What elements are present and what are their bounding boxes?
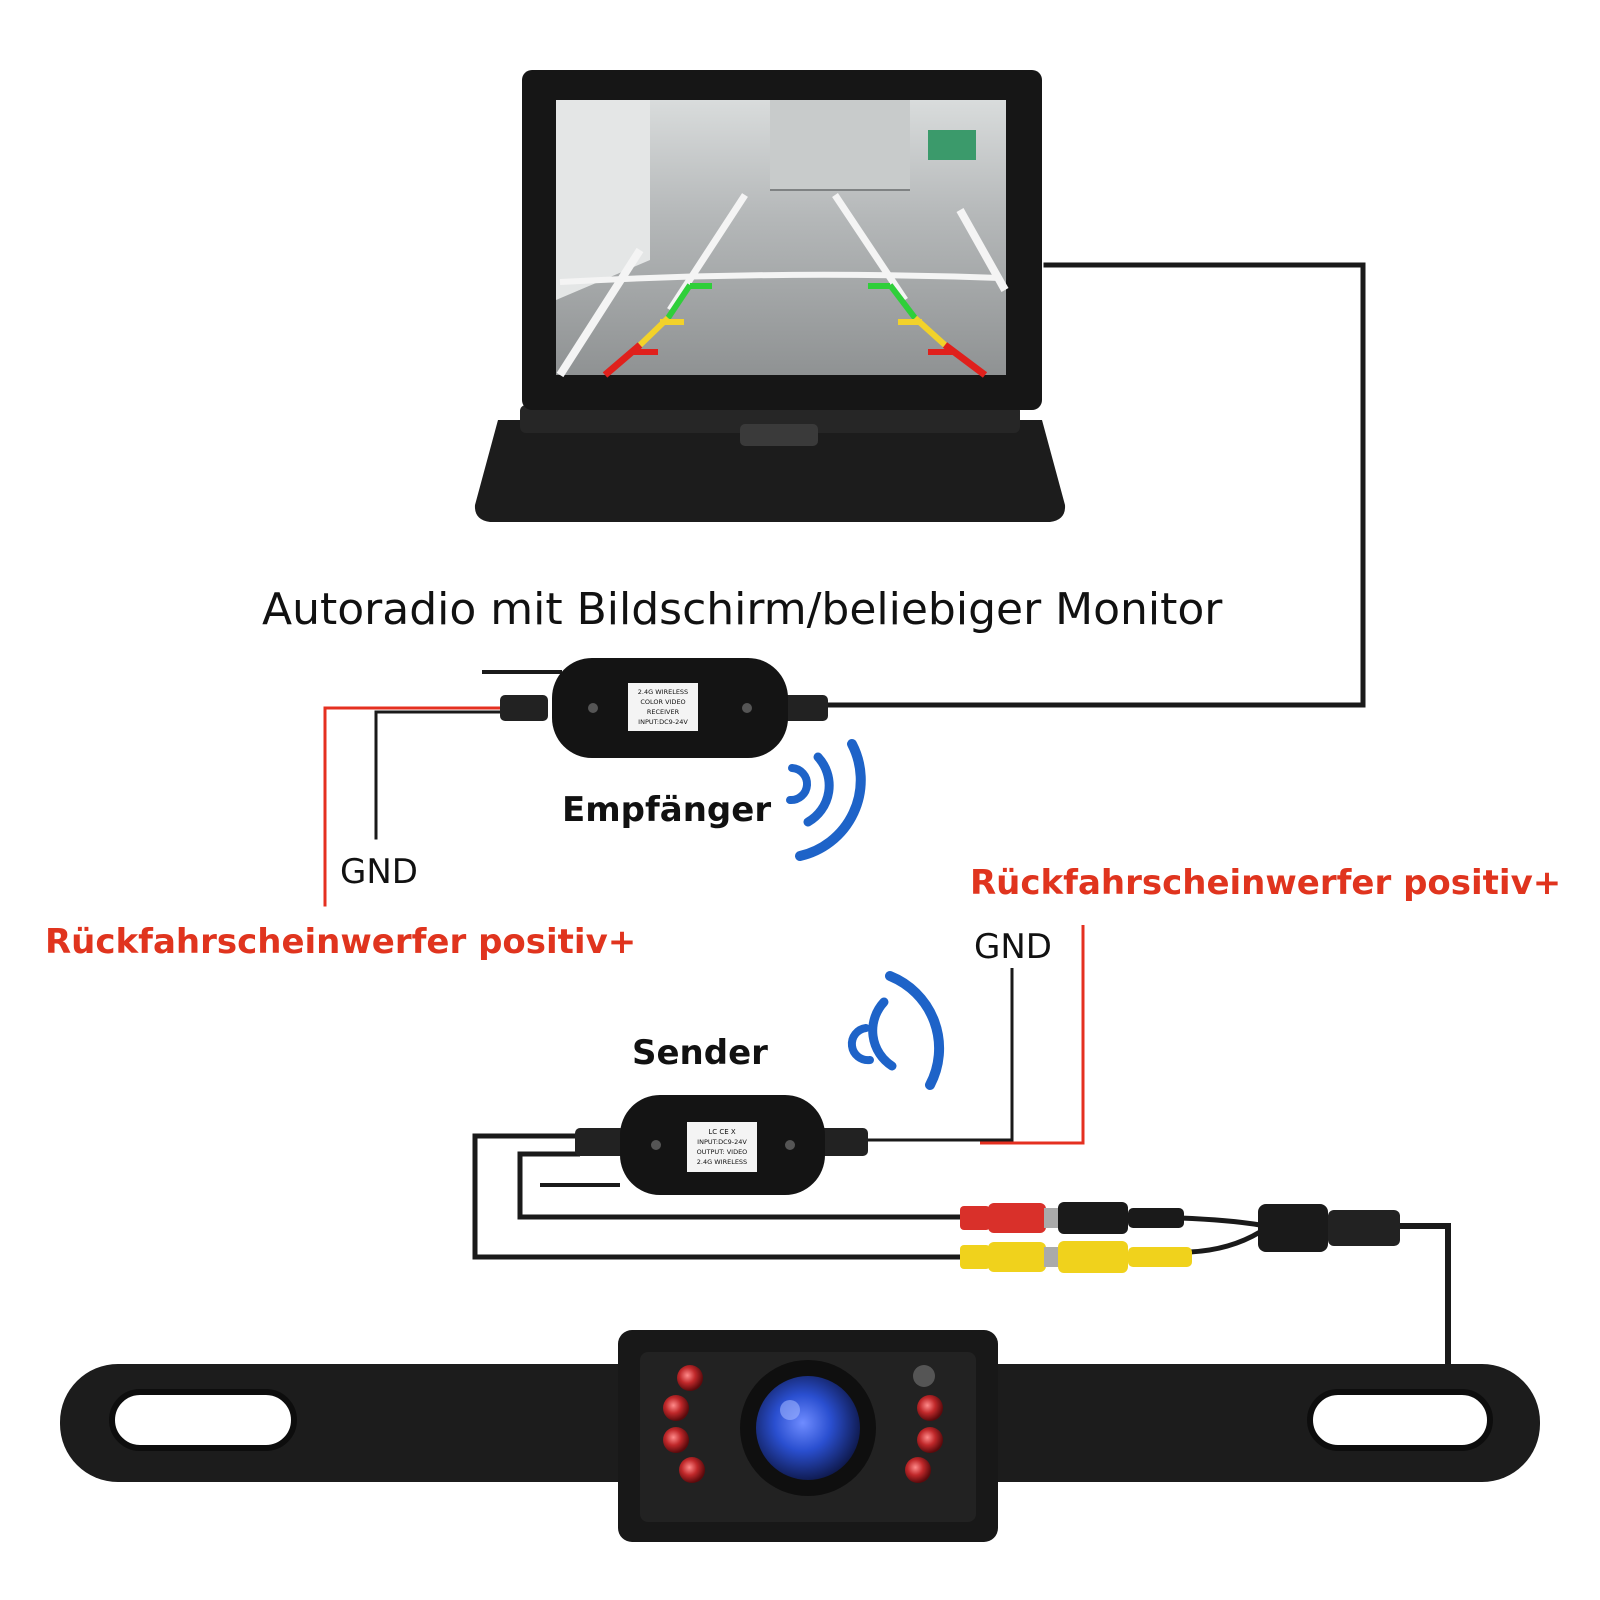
reverse-light-label-right: Rückfahrscheinwerfer positiv+ xyxy=(970,863,1562,903)
sender-label-line: LC CE X xyxy=(708,1128,736,1136)
gnd-label-right: GND xyxy=(974,927,1052,967)
mount-slot-right xyxy=(1307,1389,1493,1451)
wireless-signal-icon xyxy=(847,971,945,1090)
receiver-label-line: COLOR VIDEO xyxy=(640,698,685,706)
receiver-label-line: INPUT:DC9-24V xyxy=(638,718,688,726)
monitor-stand-hinge xyxy=(520,405,1020,433)
ir-led xyxy=(917,1395,943,1421)
rca-yellow-connector xyxy=(960,1241,1192,1273)
wireless-signal-icon xyxy=(786,739,866,861)
receiver-label: Empfänger xyxy=(562,790,772,830)
wires-top xyxy=(323,262,1366,907)
receiver-label-line: RECEIVER xyxy=(647,708,680,716)
camera-lens-glare xyxy=(780,1400,800,1420)
sender-label-line: OUTPUT: VIDEO xyxy=(697,1148,748,1156)
receiver-box: 2.4G WIRELESS COLOR VIDEO RECEIVER INPUT… xyxy=(500,658,828,758)
ir-led xyxy=(677,1365,703,1391)
sender-screw-left xyxy=(651,1140,661,1150)
gnd-label-left: GND xyxy=(340,852,418,892)
ir-led xyxy=(663,1427,689,1453)
sender-label-line: 2.4G WIRELESS xyxy=(697,1158,747,1166)
receiver-label-line: 2.4G WIRELESS xyxy=(638,688,688,696)
monitor-video-cable xyxy=(817,262,1366,708)
camera-cable-yellow xyxy=(1189,1229,1262,1255)
receiver-screw-right xyxy=(742,703,752,713)
monitor-screen xyxy=(556,100,1009,378)
reverse-light-label-left: Rückfahrscheinwerfer positiv+ xyxy=(45,922,637,962)
ir-led xyxy=(917,1427,943,1453)
sender-plug-left xyxy=(575,1128,625,1156)
receiver-plug-right xyxy=(780,695,828,721)
camera-main-cable xyxy=(1400,1223,1451,1372)
monitor-stand-button xyxy=(740,424,818,446)
camera-lens xyxy=(756,1376,860,1480)
receiver-label-plate xyxy=(628,683,698,731)
receiver-red-wire xyxy=(323,706,507,907)
receiver-plug-left xyxy=(500,695,548,721)
ir-led xyxy=(663,1395,689,1421)
sender-label-plate xyxy=(687,1122,757,1172)
sender-red-wire xyxy=(980,925,1085,1145)
mount-slot-left xyxy=(109,1389,297,1451)
receiver-black-wire xyxy=(374,710,507,840)
wires-bottom xyxy=(472,925,1451,1372)
sender-label-line: INPUT:DC9-24V xyxy=(697,1138,747,1146)
monitor-caption: Autoradio mit Bildschirm/beliebiger Moni… xyxy=(262,584,1223,635)
light-sensor xyxy=(913,1365,935,1387)
sender-screw-right xyxy=(785,1140,795,1150)
camera-cable xyxy=(1179,1215,1261,1228)
camera-power-connector xyxy=(1258,1204,1400,1252)
license-plate-camera xyxy=(60,1330,1540,1542)
rca-red-connector xyxy=(960,1202,1184,1234)
monitor-stand xyxy=(474,420,1066,522)
sender-outer-loop-wire xyxy=(472,1133,965,1260)
sender-box: LC CE X INPUT:DC9-24V OUTPUT: VIDEO 2.4G… xyxy=(575,1095,868,1195)
sender-plug-right xyxy=(818,1128,868,1156)
sender-black-wire xyxy=(860,968,1014,1142)
monitor xyxy=(474,70,1066,522)
sender-inner-loop-wire xyxy=(517,1151,965,1220)
ir-led xyxy=(905,1457,931,1483)
sender-label: Sender xyxy=(632,1033,768,1073)
receiver-screw-left xyxy=(588,703,598,713)
ir-led xyxy=(679,1457,705,1483)
